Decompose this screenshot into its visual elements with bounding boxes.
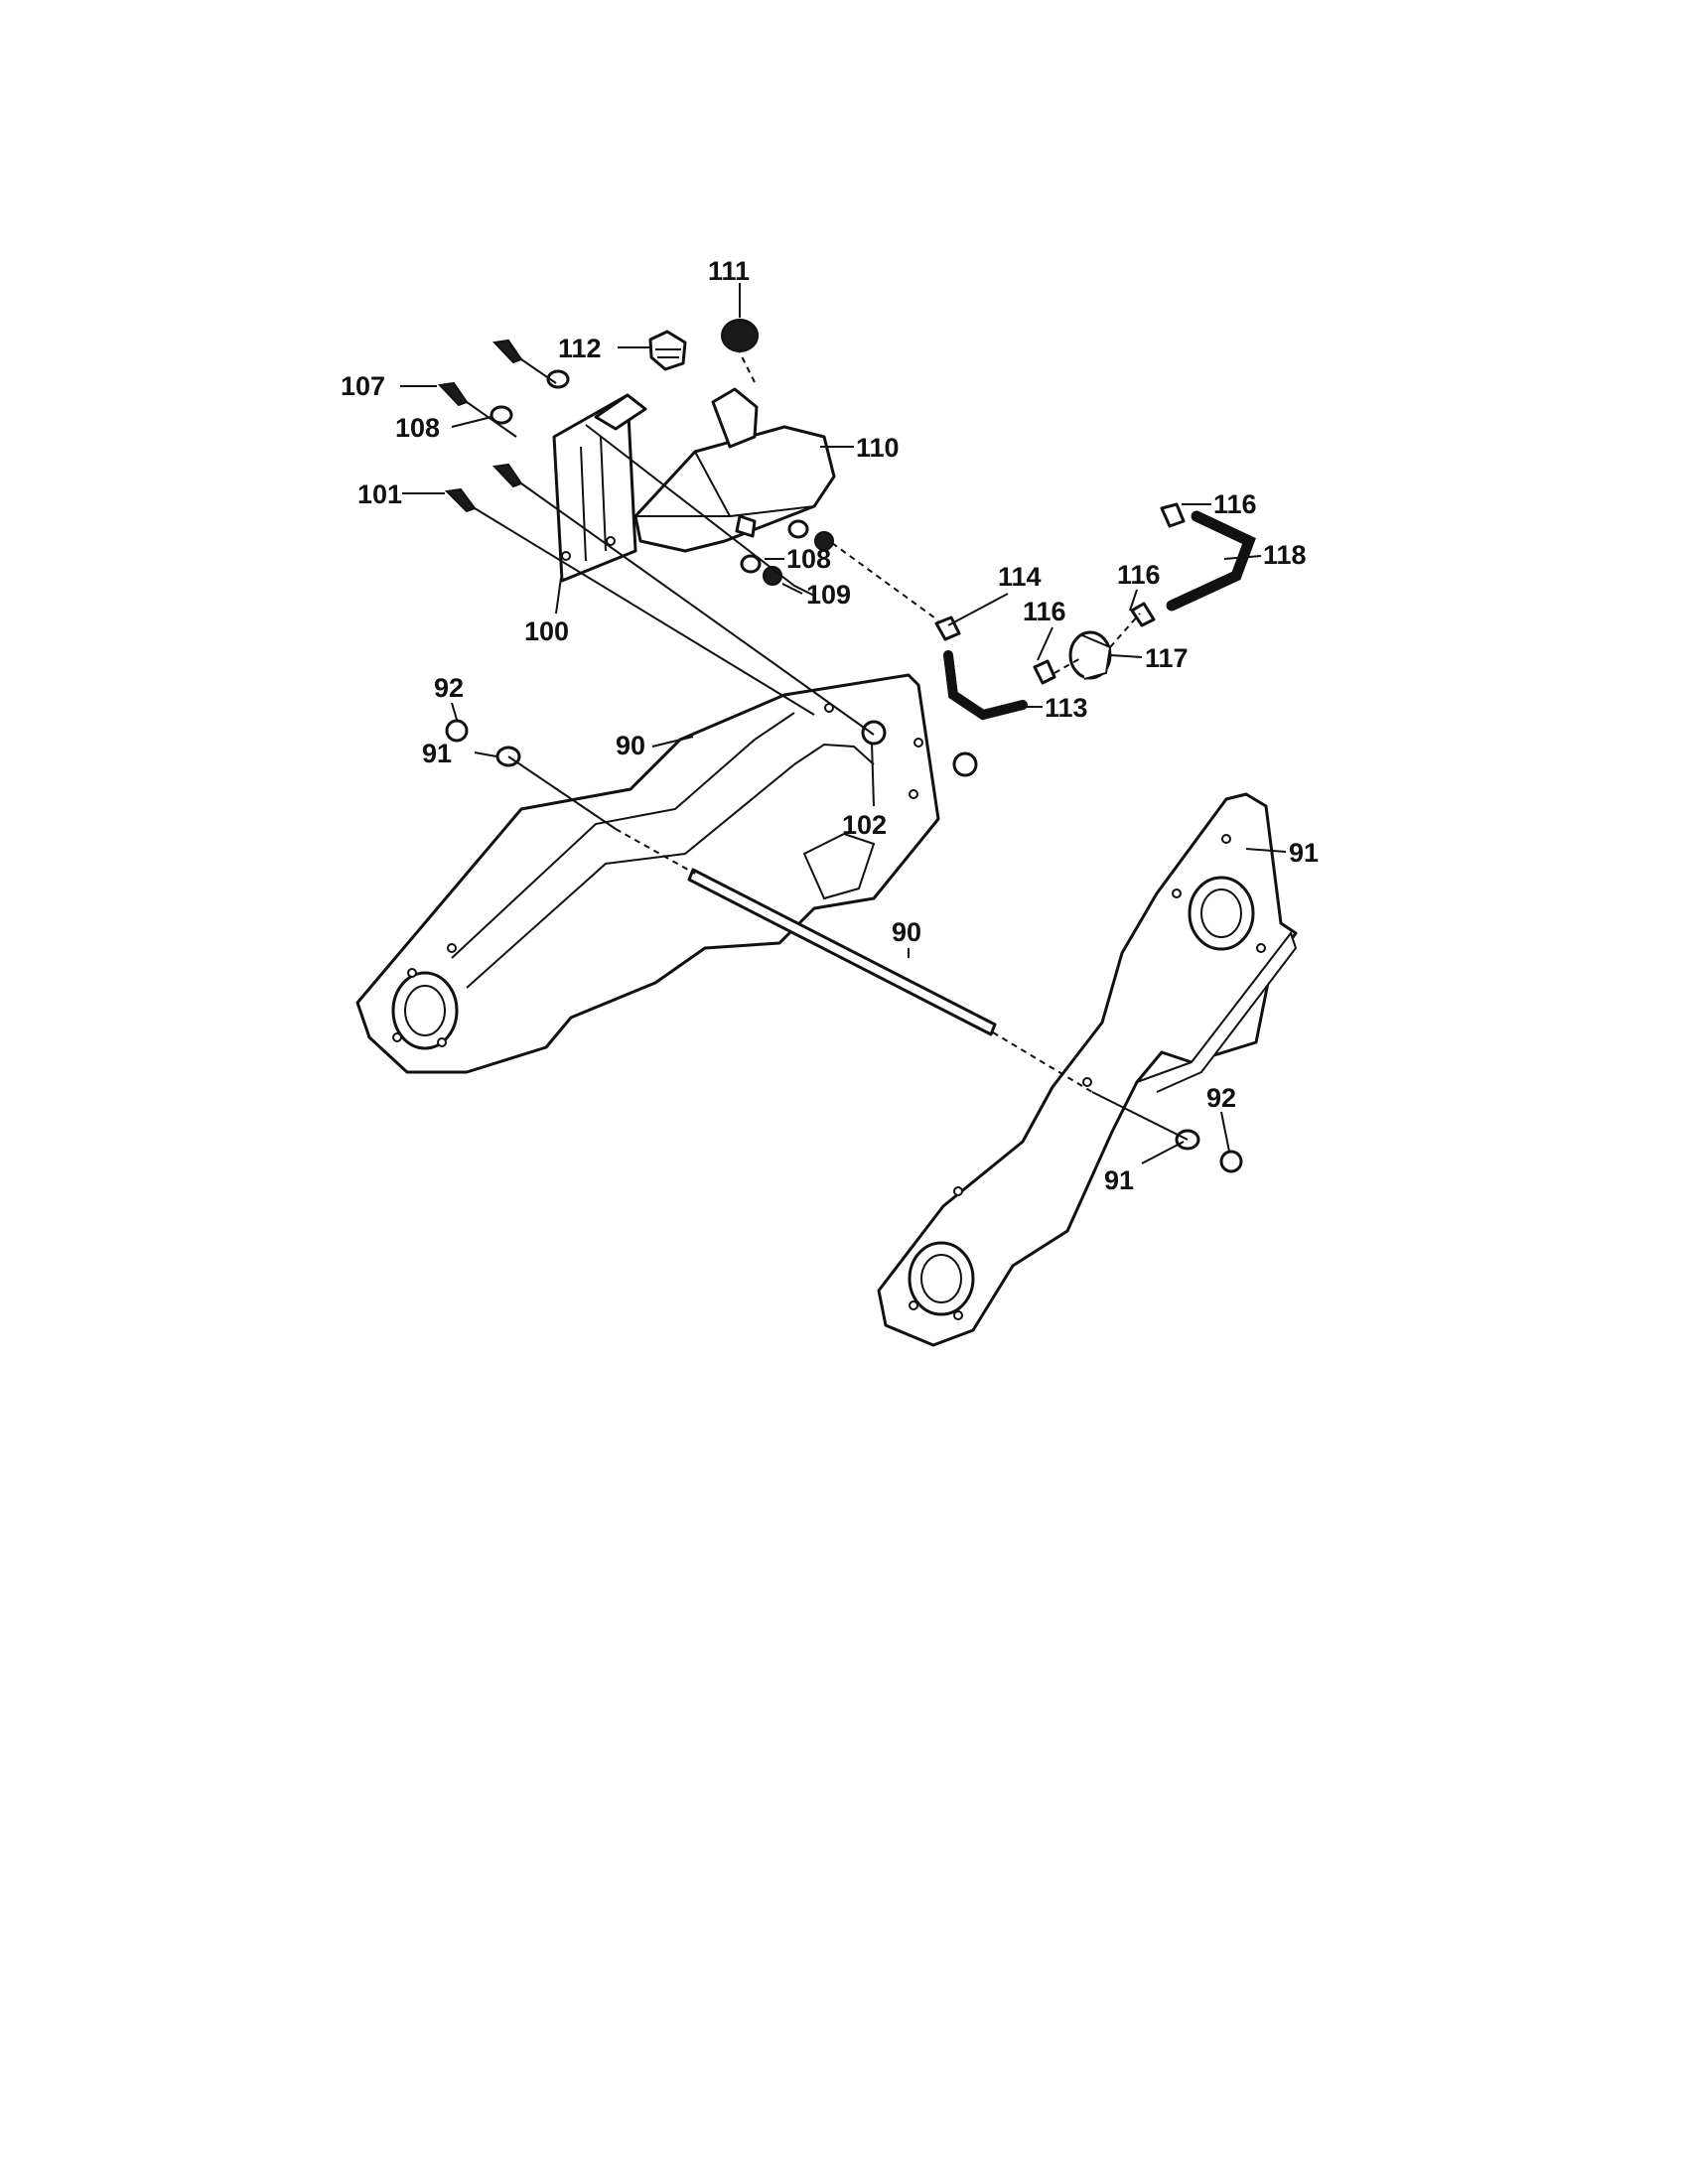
callout-92-left: 92 xyxy=(434,673,464,703)
callout-116-middle: 116 xyxy=(1117,560,1161,590)
callout-113: 113 xyxy=(1045,693,1088,723)
callout-117: 117 xyxy=(1145,643,1189,673)
inline-fuel-filter xyxy=(1068,630,1112,680)
callout-102: 102 xyxy=(842,810,887,840)
fuel-tank xyxy=(633,387,836,553)
fuel-cap xyxy=(721,319,759,352)
callout-118: 118 xyxy=(1263,540,1307,570)
callout-108-upper: 108 xyxy=(395,413,440,443)
bracket-plate xyxy=(552,393,647,583)
callout-91-right: 91 xyxy=(1104,1165,1134,1195)
right-frame-plate xyxy=(877,792,1298,1347)
callout-112: 112 xyxy=(558,334,602,363)
callout-90-shaft: 90 xyxy=(892,917,921,947)
callout-90-upper: 90 xyxy=(616,731,645,760)
axle-shaft xyxy=(687,868,997,1036)
callout-110: 110 xyxy=(856,433,900,463)
left-frame-plate xyxy=(355,673,940,1074)
hardware xyxy=(437,339,1243,1173)
callout-107: 107 xyxy=(341,371,385,401)
callout-91-right-plate: 91 xyxy=(1289,838,1319,868)
callout-labels: 111 112 107 108 110 101 108 109 100 116 … xyxy=(341,256,1319,1195)
callout-108-lower: 108 xyxy=(786,544,831,574)
callout-100: 100 xyxy=(524,616,569,646)
callout-114: 114 xyxy=(998,562,1042,592)
callout-109: 109 xyxy=(806,580,851,610)
alignment-lines xyxy=(466,351,1189,1141)
callout-91-left: 91 xyxy=(422,739,452,768)
callout-111: 111 xyxy=(708,256,750,286)
fuel-line-assembly xyxy=(934,502,1256,721)
callout-116-top: 116 xyxy=(1213,489,1257,519)
callout-leaders xyxy=(400,283,1287,1164)
callout-101: 101 xyxy=(357,479,402,509)
fuel-filter xyxy=(648,330,687,371)
callout-92-right: 92 xyxy=(1206,1083,1236,1113)
callout-116-lower: 116 xyxy=(1023,597,1066,626)
